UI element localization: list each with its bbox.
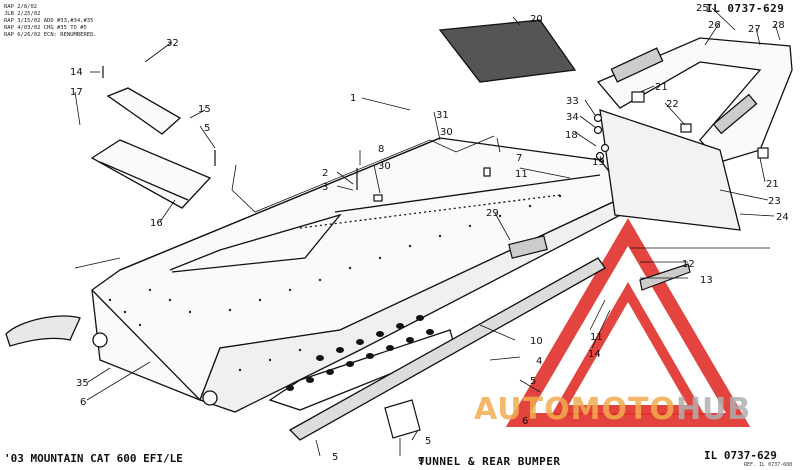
model-name: '03 MOUNTAIN CAT 600 EFI/LE [4,452,183,465]
callout-label: 15 [198,104,211,115]
watermark-triangle-icon [505,218,751,427]
revision-note: JLB 2/25/02 [4,11,41,17]
callout-label: 32 [166,38,179,49]
callout-label: 11 [515,169,528,180]
callout-label: 31 [436,110,449,121]
callout-label: 21 [655,82,668,93]
mounting-plate [384,399,421,439]
tunnel-holes [286,315,434,391]
illustration-id-bottom: IL 0737-629 [704,449,777,462]
callout-label: 23 [768,196,781,207]
callout-label: 25 [696,3,709,14]
rivet-pattern [108,194,562,372]
callout-label: 2 [322,168,328,179]
illustration-id-top: IL 0737-629 [706,2,785,15]
callout-label: 14 [70,67,83,78]
callout-label: 20 [530,14,543,25]
callout-label: 9 [418,456,424,467]
callout-label: 33 [566,96,579,107]
callout-label: 21 [766,179,779,190]
callout-label: 8 [378,144,384,155]
callout-label: 30 [378,161,391,172]
revision-notes: RAP 2/8/02 JLB 2/25/02 RAP 3/15/02 ADD #… [4,4,97,39]
heat-shield-cover [90,87,212,209]
fasteners [102,66,769,202]
callout-label: 22 [666,99,679,110]
rear-bracket-part [5,315,218,406]
callout-label: 4 [536,356,542,367]
callout-label: 19 [592,157,605,168]
slide-rail [288,257,606,441]
callout-label: 6 [80,397,86,408]
callout-label: 30 [440,127,453,138]
callout-label: 10 [530,336,543,347]
reflector-plate [639,263,691,291]
snow-flap [438,19,577,83]
callout-label: 18 [565,130,578,141]
tunnel-rear-end [599,109,741,231]
callout-label: 28 [772,20,785,31]
callout-label: 12 [682,259,695,270]
callout-label: 5 [204,123,210,134]
callout-label: 24 [776,212,789,223]
callout-label: 1 [350,93,356,104]
callout-label: 34 [566,112,579,123]
diagram-title: TUNNEL & REAR BUMPER [418,455,561,468]
watermark-text-b: HUB [675,392,752,427]
callout-label: 7 [516,153,522,164]
callout-label: 13 [700,275,713,286]
callout-label: 6 [522,416,528,427]
decal-plate [508,235,548,259]
callout-label: 35 [76,378,89,389]
watermark-text-a: AUTOMOTO [474,392,676,427]
leader-lines [74,7,781,457]
callout-label: 11 [590,332,603,343]
revision-note: RAP 6/26/02 ECN: RENUMBERED. [4,32,97,38]
callout-label: 17 [70,87,83,98]
watermark-logo: AUTOMOTOHUB [474,392,751,427]
revision-note: RAP 3/15/02 ADD #33,#34,#35 [4,18,94,24]
callout-label: 26 [708,20,721,31]
callout-label: 16 [150,218,163,229]
callout-labels: 1 2 3 4 5 5 5 5 6 6 7 8 9 10 11 11 12 13… [70,3,789,467]
reference-id: REF. IL 0737-608 [744,462,793,468]
callout-label: 5 [332,452,338,463]
callout-label: 5 [425,436,431,447]
callout-label: 14 [588,349,601,360]
callout-label: 27 [748,24,761,35]
revision-note: RAP 4/03/02 CHG #35 TO #5 [4,25,87,31]
callout-label: 29 [486,208,499,219]
revision-note: RAP 2/8/02 [4,4,38,10]
callout-label: 5 [530,376,536,387]
callout-label: 3 [322,182,328,193]
